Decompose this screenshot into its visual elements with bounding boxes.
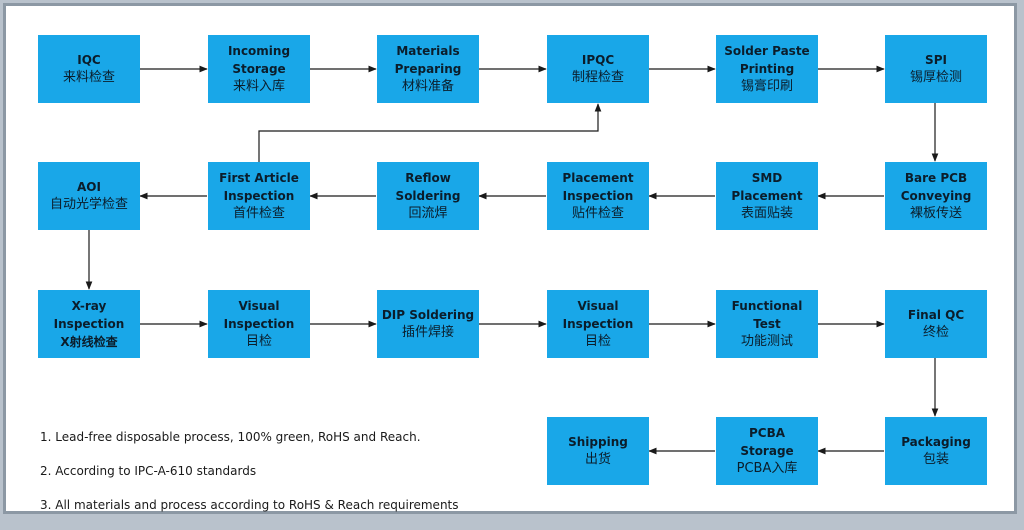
step-placement-inspection-zh: 贴件检查 xyxy=(571,206,624,221)
step-dip-soldering-zh: 插件焊接 xyxy=(401,325,454,340)
step-packaging: Packaging 包装 xyxy=(885,417,987,485)
step-visual-inspection-2-zh: 目检 xyxy=(584,334,611,349)
step-aoi: AOI 自动光学检查 xyxy=(38,162,140,230)
step-shipping: Shipping 出货 xyxy=(547,417,649,485)
step-pcba-storage: PCBA Storage PCBA入库 xyxy=(716,417,818,485)
step-shipping-en: Shipping xyxy=(568,435,628,449)
step-ipqc: IPQC 制程检查 xyxy=(547,35,649,103)
step-iqc-en: IQC xyxy=(77,53,101,67)
step-spi-zh: 锡厚检测 xyxy=(909,70,962,85)
step-functional-test-en: Functional Test xyxy=(731,299,803,331)
step-smd-placement-zh: 表面贴装 xyxy=(740,206,793,221)
step-xray-inspection: X-ray Inspection X射线检查 xyxy=(38,290,140,358)
step-aoi-en: AOI xyxy=(77,180,101,194)
step-incoming-storage-en: Incoming Storage xyxy=(227,44,291,76)
step-solder-paste-printing-en: Solder Paste Printing xyxy=(724,44,810,76)
step-incoming-storage-zh: 来料入库 xyxy=(232,79,285,94)
step-pcba-storage-en: PCBA Storage xyxy=(740,426,794,458)
step-materials-preparing: Materials Preparing 材料准备 xyxy=(377,35,479,103)
step-solder-paste-printing: Solder Paste Printing 锡膏印刷 xyxy=(716,35,818,103)
step-solder-paste-printing-zh: 锡膏印刷 xyxy=(740,79,793,94)
step-xray-inspection-en: X-ray Inspection X射线检查 xyxy=(53,299,125,349)
step-spi-en: SPI xyxy=(925,53,947,67)
step-iqc: IQC 来料检查 xyxy=(38,35,140,103)
step-final-qc-en: Final QC xyxy=(907,308,965,322)
step-first-article-inspection: First Article Inspection 首件检查 xyxy=(208,162,310,230)
step-visual-inspection-2: Visual Inspection 目检 xyxy=(547,290,649,358)
step-functional-test-zh: 功能测试 xyxy=(740,334,793,349)
step-placement-inspection-en: Placement Inspection xyxy=(562,171,634,203)
step-aoi-zh: 自动光学检查 xyxy=(49,197,128,212)
step-ipqc-en: IPQC xyxy=(581,53,615,67)
step-packaging-en: Packaging xyxy=(901,435,971,449)
step-bare-pcb-conveying-en: Bare PCB Conveying xyxy=(900,171,972,203)
diagram-frame xyxy=(3,3,1017,514)
step-visual-inspection-1-zh: 目检 xyxy=(245,334,272,349)
step-packaging-zh: 包装 xyxy=(922,452,949,467)
step-visual-inspection-1-en: Visual Inspection xyxy=(223,299,295,331)
note-lead-free: 1. Lead-free disposable process, 100% gr… xyxy=(40,430,421,444)
step-pcba-storage-zh: PCBA入库 xyxy=(736,461,798,476)
notes-list: 1. Lead-free disposable process, 100% gr… xyxy=(40,428,459,530)
note-ipc-standards: 2. According to IPC-A-610 standards xyxy=(40,464,257,478)
step-dip-soldering: DIP Soldering 插件焊接 xyxy=(377,290,479,358)
note-rohs-reach: 3. All materials and process according t… xyxy=(40,498,459,512)
step-functional-test: Functional Test 功能测试 xyxy=(716,290,818,358)
step-reflow-soldering-en: Reflow Soldering xyxy=(395,171,461,203)
step-first-article-inspection-en: First Article Inspection xyxy=(219,171,299,203)
step-materials-preparing-zh: 材料准备 xyxy=(401,79,454,94)
step-materials-preparing-en: Materials Preparing xyxy=(394,44,462,76)
step-shipping-zh: 出货 xyxy=(584,452,611,467)
step-spi: SPI 锡厚检测 xyxy=(885,35,987,103)
step-bare-pcb-conveying-zh: 裸板传送 xyxy=(909,206,962,221)
step-reflow-soldering-zh: 回流焊 xyxy=(408,206,448,221)
step-smd-placement: SMD Placement 表面贴装 xyxy=(716,162,818,230)
step-first-article-inspection-zh: 首件检查 xyxy=(232,206,285,221)
step-incoming-storage: Incoming Storage 来料入库 xyxy=(208,35,310,103)
step-reflow-soldering: Reflow Soldering 回流焊 xyxy=(377,162,479,230)
step-dip-soldering-en: DIP Soldering xyxy=(381,308,475,322)
step-smd-placement-en: SMD Placement xyxy=(731,171,803,203)
step-ipqc-zh: 制程检查 xyxy=(571,70,624,85)
step-placement-inspection: Placement Inspection 贴件检查 xyxy=(547,162,649,230)
step-visual-inspection-2-en: Visual Inspection xyxy=(562,299,634,331)
step-bare-pcb-conveying: Bare PCB Conveying 裸板传送 xyxy=(885,162,987,230)
step-visual-inspection-1: Visual Inspection 目检 xyxy=(208,290,310,358)
step-iqc-zh: 来料检查 xyxy=(62,70,115,85)
step-final-qc: Final QC 终检 xyxy=(885,290,987,358)
step-final-qc-zh: 终检 xyxy=(922,325,949,340)
